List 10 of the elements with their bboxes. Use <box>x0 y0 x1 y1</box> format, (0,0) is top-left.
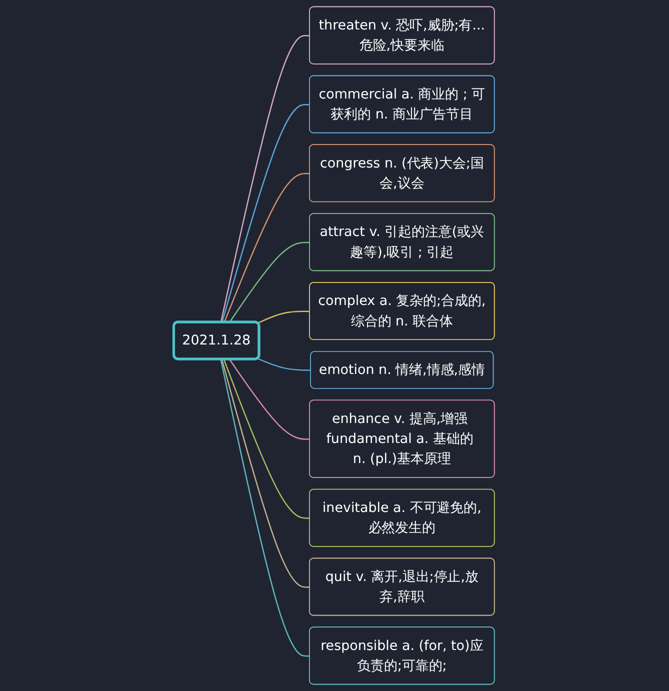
connector <box>224 359 310 519</box>
connector <box>220 35 310 323</box>
connector <box>229 242 310 323</box>
connector <box>229 359 310 440</box>
connector <box>258 358 312 371</box>
connector <box>220 359 310 657</box>
connector <box>224 172 310 323</box>
connector <box>258 310 310 324</box>
connector <box>222 104 310 323</box>
connector <box>222 359 310 588</box>
